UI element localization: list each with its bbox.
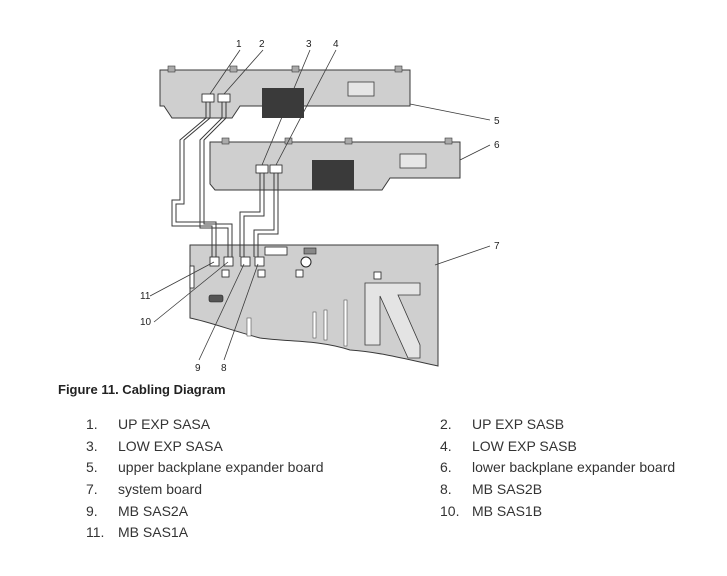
legend-text: MB SAS2A bbox=[118, 502, 189, 519]
legend-text: upper backplane expander board bbox=[118, 459, 324, 476]
legend-text: system board bbox=[118, 481, 203, 498]
legend-number: 1. bbox=[86, 416, 98, 432]
callout-8: 8 bbox=[221, 363, 227, 374]
callout-9: 9 bbox=[195, 363, 201, 374]
low-exp-sasa-port bbox=[255, 164, 269, 174]
legend-number: 9. bbox=[86, 502, 98, 519]
up-exp-sasb-port bbox=[217, 93, 231, 103]
low-exp-sasb-port bbox=[269, 164, 283, 174]
legend-number: 7. bbox=[86, 481, 98, 498]
legend-item-2: 2. UP EXP SASB bbox=[440, 414, 716, 436]
callout-4: 4 bbox=[333, 39, 339, 50]
legend-number: 4. bbox=[440, 437, 452, 454]
legend-text: MB SAS1B bbox=[472, 502, 543, 519]
cabling-diagram: 1 2 3 4 5 6 7 8 9 10 11 bbox=[140, 39, 500, 374]
lower-heatsink bbox=[312, 160, 354, 190]
callout-1: 1 bbox=[236, 39, 242, 50]
legend-text: UP EXP SASB bbox=[472, 416, 565, 432]
callout-6: 6 bbox=[494, 140, 500, 151]
sas-cables bbox=[171, 102, 279, 257]
system-board bbox=[189, 244, 439, 367]
callout-7: 7 bbox=[494, 241, 500, 252]
legend-text: MB SAS1A bbox=[118, 524, 189, 541]
legend-item-11: 11. MB SAS1A bbox=[86, 522, 440, 544]
legend-text: lower backplane expander board bbox=[472, 459, 676, 476]
legend-number: 8. bbox=[440, 481, 452, 498]
legend-number: 6. bbox=[440, 459, 452, 476]
leader-lines bbox=[149, 49, 491, 361]
legend-item-10: 10. MB SAS1B bbox=[440, 501, 716, 523]
legend-item-1: 1. UP EXP SASA bbox=[86, 414, 440, 436]
legend-number: 10. bbox=[440, 502, 460, 519]
legend-item-9: 9. MB SAS2A bbox=[86, 501, 440, 523]
legend-number: 5. bbox=[86, 459, 98, 476]
figure-caption: Figure 11. Cabling Diagram bbox=[58, 382, 226, 397]
legend-item-7: 7. system board bbox=[86, 479, 440, 501]
legend-number: 3. bbox=[86, 437, 98, 454]
upper-heatsink bbox=[262, 88, 304, 118]
legend-number: 2. bbox=[440, 416, 452, 432]
legend-item-4: 4. LOW EXP SASB bbox=[440, 436, 716, 458]
legend-text: LOW EXP SASA bbox=[118, 437, 223, 454]
legend-list: 1. UP EXP SASA 2. UP EXP SASB 3. LOW EXP SA… bbox=[86, 414, 716, 544]
legend-item-8: 8. MB SAS2B bbox=[440, 479, 716, 501]
legend-item-5: 5. upper backplane expander board bbox=[86, 457, 440, 479]
legend-item-3: 3. LOW EXP SASA bbox=[86, 436, 440, 458]
legend-text: LOW EXP SASB bbox=[472, 437, 577, 454]
callout-10: 10 bbox=[140, 317, 152, 328]
callout-5: 5 bbox=[494, 116, 500, 127]
callout-11: 11 bbox=[140, 291, 151, 302]
up-exp-sasa-port bbox=[201, 93, 215, 103]
legend-item-6: 6. lower backplane expander board bbox=[440, 457, 716, 479]
lower-backplane-board bbox=[209, 137, 461, 191]
callout-2: 2 bbox=[259, 39, 265, 50]
legend-number: 11. bbox=[86, 524, 105, 541]
legend-text: MB SAS2B bbox=[472, 481, 543, 498]
callout-3: 3 bbox=[306, 39, 312, 50]
legend-text: UP EXP SASA bbox=[118, 416, 211, 432]
